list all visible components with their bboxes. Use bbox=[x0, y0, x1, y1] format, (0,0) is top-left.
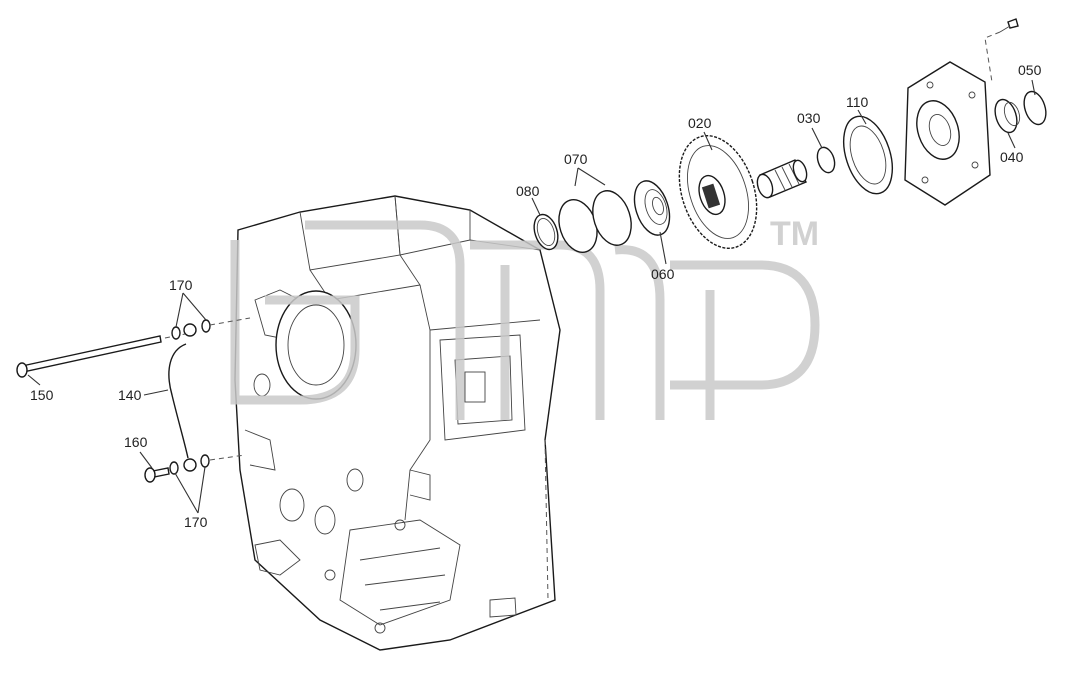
label-050: 050 bbox=[1018, 62, 1042, 78]
label-030: 030 bbox=[797, 110, 821, 126]
label-150: 150 bbox=[30, 387, 54, 403]
watermark-tm: TM bbox=[770, 215, 819, 253]
shaft-030 bbox=[756, 146, 836, 199]
label-080: 080 bbox=[516, 183, 540, 199]
label-110: 110 bbox=[846, 94, 869, 110]
label-060: 060 bbox=[651, 266, 675, 282]
bearing-060 bbox=[633, 180, 671, 236]
shim-ring-070 bbox=[558, 190, 632, 253]
cover-plate bbox=[904, 61, 991, 206]
seal-ring-050 bbox=[1023, 90, 1047, 126]
label-140: 140 bbox=[118, 387, 142, 403]
label-040: 040 bbox=[1000, 149, 1024, 165]
watermark-logo: TM bbox=[230, 215, 820, 420]
gear-020 bbox=[678, 135, 758, 249]
washers-170-upper bbox=[171, 317, 251, 340]
snap-ring-080 bbox=[533, 213, 559, 251]
long-bolt-150 bbox=[16, 332, 191, 378]
cover-bolt bbox=[984, 18, 1019, 83]
pipe-140 bbox=[168, 323, 197, 472]
bearing-040 bbox=[994, 98, 1021, 134]
transmission-housing bbox=[234, 195, 561, 651]
bolt-160 bbox=[144, 467, 170, 483]
leader-lines bbox=[27, 79, 1036, 514]
part-labels: 020 030 040 050 060 070 080 110 140 150 … bbox=[30, 62, 1042, 530]
label-170-lower: 170 bbox=[184, 514, 208, 530]
label-160: 160 bbox=[124, 434, 148, 450]
label-020: 020 bbox=[688, 115, 712, 131]
label-070: 070 bbox=[564, 151, 588, 167]
washers-170-lower bbox=[169, 454, 246, 475]
gasket-110 bbox=[842, 115, 894, 195]
label-170-upper: 170 bbox=[169, 277, 193, 293]
